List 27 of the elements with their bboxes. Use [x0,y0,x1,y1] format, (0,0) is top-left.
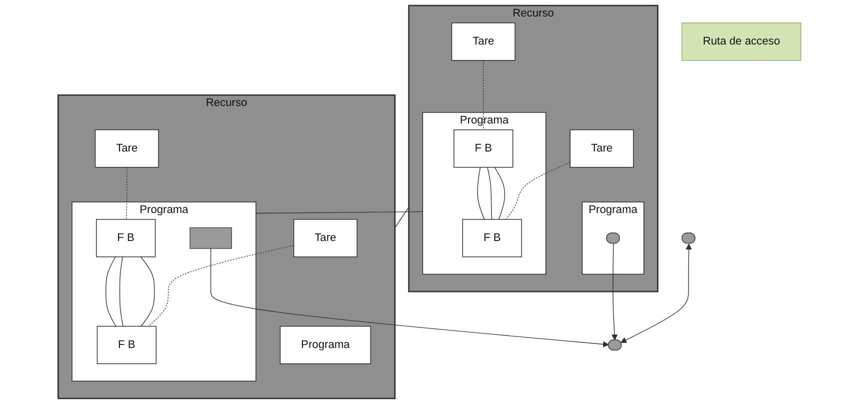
connector [494,166,506,220]
connector [477,166,485,220]
node-box: F B [462,219,522,258]
connector [140,256,155,327]
node-box: Tare [570,129,634,168]
node-box: Tare [293,219,358,258]
connector [106,256,116,327]
connector [394,206,410,228]
arrow [210,248,609,348]
arrow [612,243,618,340]
node-box [190,227,232,249]
node-box: Programa [280,326,371,364]
node-box: F B [96,219,156,258]
node-box: F B [96,326,156,364]
connector [148,245,294,327]
connector [506,162,570,220]
cluster: Programa [582,202,644,275]
node-box: F B [454,129,514,168]
connector [119,256,124,327]
connector [487,166,492,220]
connector [126,166,128,220]
node-box: Tare [451,22,516,61]
connector [256,211,424,214]
arrow [620,244,692,343]
node-box: Tare [94,129,159,168]
connector [483,60,484,130]
node-box: Ruta de acceso [682,22,802,61]
